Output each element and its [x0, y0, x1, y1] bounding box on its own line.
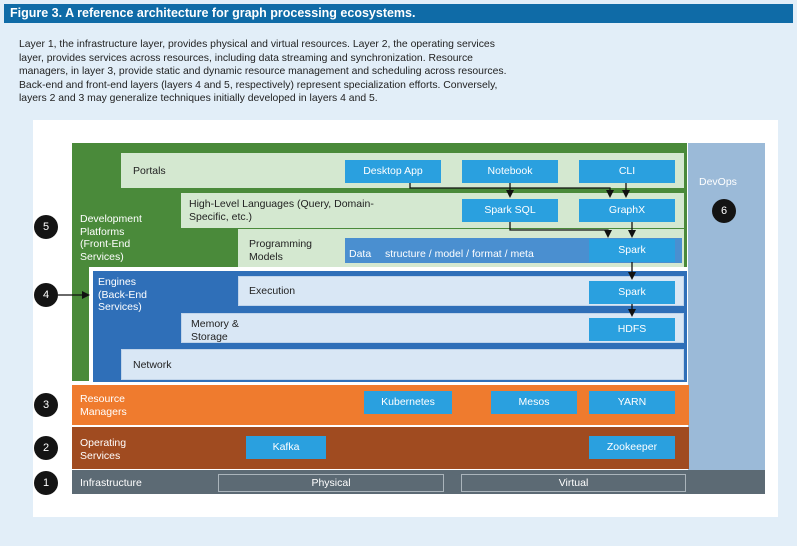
portals-label: Portals [133, 165, 166, 177]
spark-programming-box: Spark [589, 239, 675, 262]
figure-title: Figure 3. A reference architecture for g… [4, 4, 793, 23]
kafka-box: Kafka [246, 436, 326, 459]
notebook-box: Notebook [462, 160, 558, 183]
mesos-box: Mesos [491, 391, 577, 414]
network-label: Network [133, 359, 172, 371]
network-row [121, 349, 684, 380]
high-level-languages-label: High-Level Languages (Query, Domain-Spec… [189, 198, 374, 223]
arrow-spark-sql-to-spark [509, 222, 612, 238]
layer-3-label: Resource Managers [80, 393, 127, 418]
devops-label: DevOps [699, 176, 737, 188]
layer-2-operating-services [72, 427, 689, 469]
graphx-box: GraphX [579, 199, 675, 222]
execution-label: Execution [249, 285, 296, 297]
layer-5-badge: 5 [34, 215, 58, 239]
virtual-box: Virtual [461, 474, 686, 492]
desktop-app-box: Desktop App [345, 160, 441, 183]
layer-4-badge: 4 [34, 283, 58, 307]
layer-1-label: Infrastructure [80, 477, 142, 489]
figure-caption: Layer 1, the infrastructure layer, provi… [19, 39, 507, 105]
layer-4-label: Engines (Back-End Services) [98, 276, 148, 313]
memory-storage-label: Memory & Storage [191, 318, 239, 343]
layer-1-badge: 1 [34, 471, 58, 495]
data-description: structure / model / format / meta [385, 248, 534, 260]
layer-5-label: Development Platforms (Front-End Service… [80, 213, 142, 263]
zookeeper-box: Zookeeper [589, 436, 675, 459]
spark-sql-box: Spark SQL [462, 199, 558, 222]
hdfs-box: HDFS [589, 318, 675, 341]
cli-box: CLI [579, 160, 675, 183]
layer-3-badge: 3 [34, 393, 58, 417]
layer-6-badge: 6 [712, 199, 736, 223]
physical-box: Physical [218, 474, 444, 492]
layer-2-badge: 2 [34, 436, 58, 460]
yarn-box: YARN [589, 391, 675, 414]
layer-2-label: Operating Services [80, 437, 127, 462]
kubernetes-box: Kubernetes [364, 391, 452, 414]
data-label: Data [349, 248, 372, 260]
spark-execution-box: Spark [589, 281, 675, 304]
programming-models-label: Programming Models [249, 238, 313, 263]
